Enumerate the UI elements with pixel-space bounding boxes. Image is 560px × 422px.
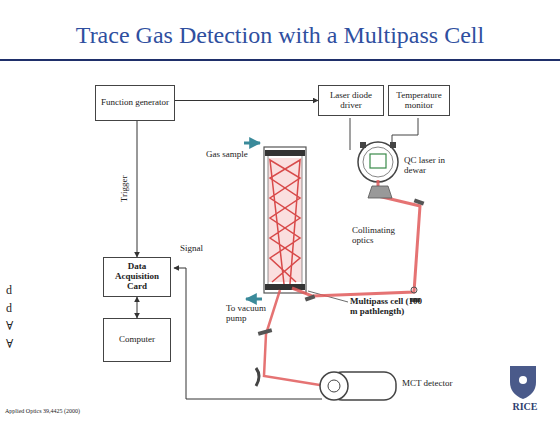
mct-detector (320, 372, 396, 400)
part-label: Gas sample (206, 150, 264, 160)
process-box: Data Acquisition Card (103, 257, 171, 297)
part-label: ∀ (6, 320, 20, 333)
rice-logo (510, 366, 536, 399)
driver-wire (350, 118, 351, 150)
box-label: Temperature monitor (392, 91, 446, 111)
process-box: Computer (103, 318, 171, 362)
connector-arrow (137, 121, 138, 257)
laser-dewar (358, 142, 398, 182)
mirror (414, 198, 425, 205)
signal-wire (174, 268, 322, 399)
mirror (258, 328, 273, 335)
process-box: Temperature monitor (388, 85, 450, 116)
part-label: Collimating optics (352, 226, 408, 246)
laser-beam (292, 180, 420, 296)
part-label: Signal (180, 244, 220, 254)
box-label: Laser diode driver (322, 91, 380, 111)
lens (411, 287, 417, 293)
part-label: Multipass cell (100 m pathlength) (350, 297, 426, 317)
rice-logo (519, 376, 527, 384)
part-label: ∀ (6, 338, 20, 351)
output-beam (264, 290, 326, 386)
signal-label: Trigger (120, 176, 130, 203)
title-rule (0, 59, 560, 61)
multipass-cell (264, 147, 306, 293)
box-label: Function generator (101, 98, 169, 108)
gas-inlet-arrow (244, 142, 260, 145)
collimating-optics-symbol (368, 186, 392, 198)
logo-text: RICE (505, 401, 545, 412)
process-box: Laser diode driver (318, 85, 384, 116)
focusing-mirror (256, 368, 259, 386)
part-label: d (6, 284, 20, 297)
part-label: To vacuum pump (226, 304, 276, 324)
slide-title: Trace Gas Detection with a Multipass Cel… (0, 22, 560, 49)
box-label: Data Acquisition Card (107, 262, 167, 292)
mirror (305, 294, 316, 301)
connector-arrow (175, 100, 318, 101)
gas-outlet-arrow (246, 298, 262, 301)
part-label: QC laser in dewar (404, 156, 454, 176)
process-box: Function generator (95, 85, 175, 121)
box-label: Computer (119, 335, 155, 345)
part-label: MCT detector (402, 379, 472, 389)
citation: Applied Optics 39,4425 (2000) (5, 408, 135, 415)
part-label: d (6, 302, 20, 315)
connector-arrow (137, 297, 138, 318)
